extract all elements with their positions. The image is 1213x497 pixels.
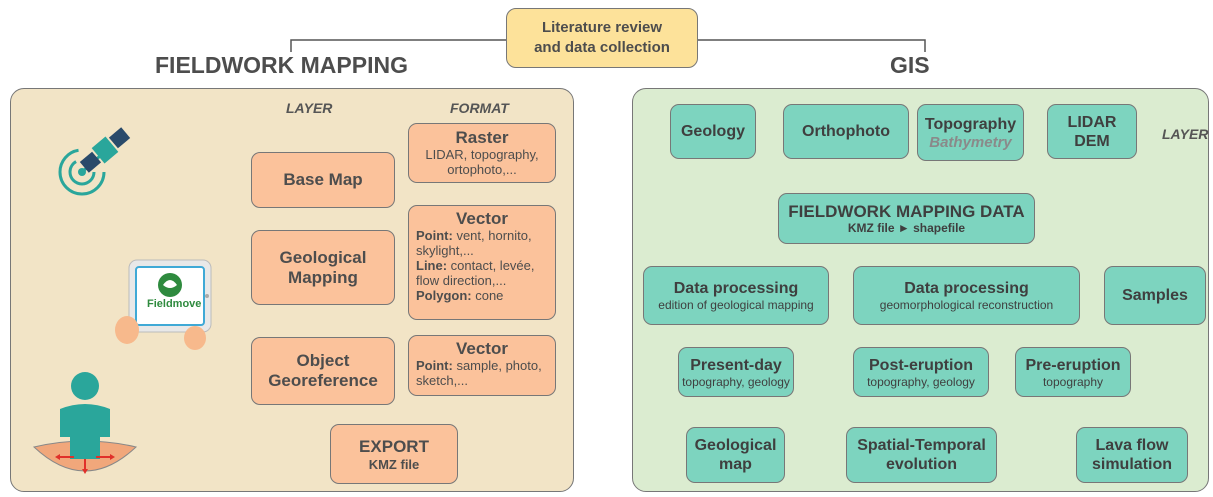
format-raster: Raster LIDAR, topography, ortophoto,... <box>408 123 556 183</box>
format-line: ortophoto,... <box>447 162 517 177</box>
stage-title: Post-eruption <box>869 356 973 374</box>
output-spatial-temporal-evolution: Spatial-Temporal evolution <box>846 427 997 483</box>
gis-layer-title: Geology <box>680 123 745 140</box>
gis-layer-title: Orthophoto <box>802 123 890 140</box>
stage-subtitle: topography, geology <box>682 374 790 389</box>
export-title: EXPORT <box>359 436 429 456</box>
stage-pre-eruption: Pre-eruption topography <box>1015 347 1131 397</box>
export-subtitle: KMZ file <box>368 456 420 472</box>
person-on-ground-icon <box>30 365 140 475</box>
export-box: EXPORT KMZ file <box>330 424 458 484</box>
stage-title: Pre-eruption <box>1025 356 1121 374</box>
literature-review-box: Literature review and data collection <box>506 8 698 68</box>
satellite-icon <box>40 110 140 200</box>
layer-base-map: Base Map <box>251 152 395 208</box>
tablet-icon <box>115 250 220 350</box>
format-line: LIDAR, topography, <box>425 147 539 162</box>
stage-post-eruption: Post-eruption topography, geology <box>853 347 989 397</box>
fieldmove-app-label: Fieldmove <box>147 298 202 310</box>
stage-subtitle: topography <box>1042 374 1104 389</box>
gis-layer-geology: Geology <box>670 104 756 159</box>
processing-subtitle: edition of geological mapping <box>658 298 814 312</box>
layer-geological-mapping: Geological Mapping <box>251 230 395 305</box>
stage-subtitle: topography, geology <box>867 374 975 389</box>
format-line: Point: vent, hornito, <box>416 228 532 243</box>
format-line: skylight,... <box>416 243 474 258</box>
format-title: Vector <box>456 339 508 358</box>
layer-label: Object Georeference <box>268 351 378 390</box>
stage-title: Present-day <box>690 356 782 374</box>
gis-layer-topography: Topography Bathymetry <box>917 104 1024 161</box>
central-title: FIELDWORK MAPPING DATA <box>788 202 1025 221</box>
layer-header: LAYER <box>286 100 333 116</box>
processing-geological-box: Data processing edition of geological ma… <box>643 266 829 325</box>
fieldwork-mapping-title: FIELDWORK MAPPING <box>155 52 408 78</box>
format-line: sketch,... <box>416 373 469 388</box>
central-subtitle: KMZ file ► shapefile <box>847 221 966 235</box>
layer-label: Base Map <box>283 170 363 189</box>
processing-title: Data processing <box>904 280 1029 297</box>
output-title: Lava flow simulation <box>1091 437 1172 473</box>
layer-object-georeference: Object Georeference <box>251 337 395 405</box>
format-vector-object: Vector Point: sample, photo, sketch,... <box>408 335 556 396</box>
processing-subtitle: geomorphological reconstruction <box>879 298 1054 312</box>
gis-title: GIS <box>890 52 930 78</box>
samples-title: Samples <box>1122 287 1188 304</box>
samples-box: Samples <box>1104 266 1206 325</box>
output-lava-flow-simulation: Lava flow simulation <box>1076 427 1188 483</box>
format-line: flow direction,... <box>416 273 507 288</box>
gis-layer-header: LAYER <box>1162 126 1209 142</box>
fieldwork-mapping-data-box: FIELDWORK MAPPING DATA KMZ file ► shapef… <box>778 193 1035 244</box>
processing-title: Data processing <box>673 280 799 297</box>
format-title: Raster <box>455 128 509 147</box>
format-line: Point: sample, photo, <box>416 358 542 373</box>
gis-layer-orthophoto: Orthophoto <box>783 104 909 159</box>
gis-layer-subtitle: Bathymetry <box>929 133 1012 151</box>
output-geological-map: Geological map <box>686 427 785 483</box>
gis-layer-title: Topography <box>924 115 1017 133</box>
format-line: Line: contact, levée, <box>416 258 535 273</box>
format-header: FORMAT <box>450 100 509 116</box>
processing-geomorphological-box: Data processing geomorphological reconst… <box>853 266 1080 325</box>
format-title: Vector <box>456 209 508 228</box>
output-title: Spatial-Temporal evolution <box>857 437 986 473</box>
stage-present-day: Present-day topography, geology <box>678 347 794 397</box>
layer-label: Geological Mapping <box>279 247 367 287</box>
format-vector-geological: Vector Point: vent, hornito, skylight,..… <box>408 205 556 320</box>
format-line: Polygon: cone <box>416 288 504 303</box>
gis-layer-title: LIDAR DEM <box>1067 113 1117 150</box>
output-title: Geological map <box>694 437 777 473</box>
gis-layer-lidar-dem: LIDAR DEM <box>1047 104 1137 159</box>
